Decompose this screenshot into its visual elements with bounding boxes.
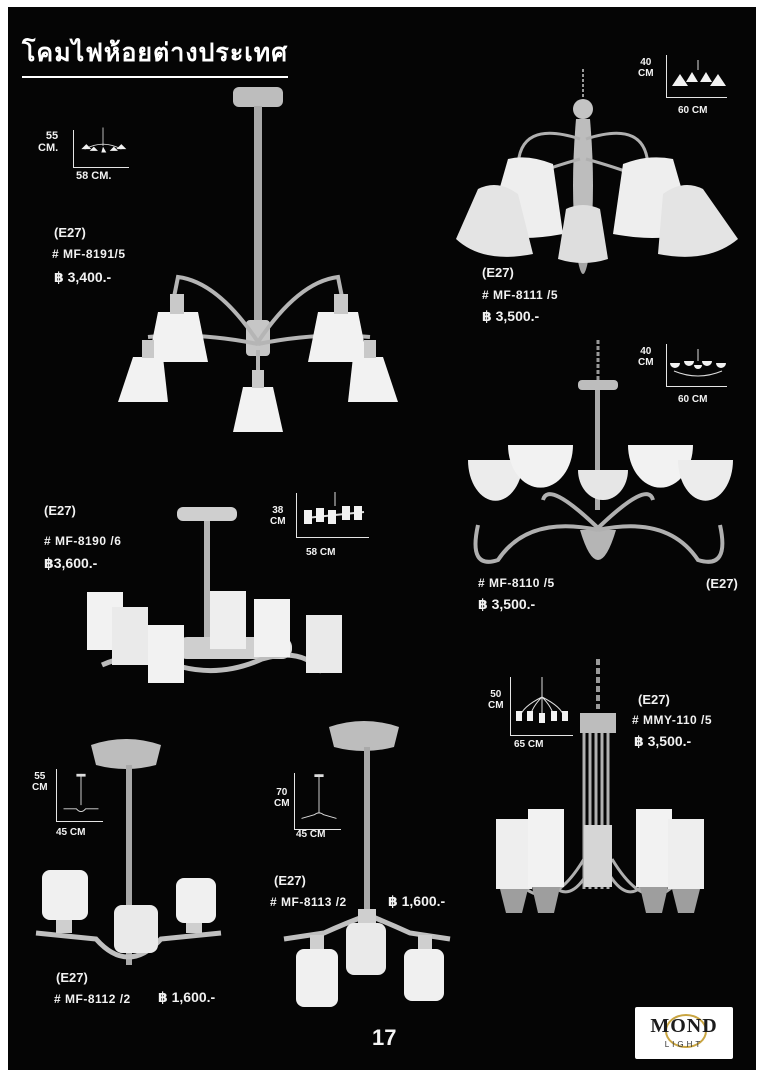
product-price: ฿ 3,500.- bbox=[478, 596, 536, 612]
dimension-diagram-mf-8190: 38 CM 58 CM bbox=[270, 485, 380, 571]
lamp-thumbnail-icon bbox=[670, 349, 726, 377]
socket-type: (E27) bbox=[44, 503, 76, 518]
dimension-diagram-mf-8191: 55 CM. 58 CM. bbox=[28, 110, 129, 190]
product-code: # MF-8113 /2 bbox=[270, 895, 347, 909]
dimension-lines bbox=[510, 677, 573, 736]
chandelier-mf-8191-image bbox=[118, 87, 398, 432]
dimension-lines bbox=[56, 769, 103, 822]
lamp-thumbnail-icon bbox=[672, 60, 726, 86]
logo-subtitle: LIGHT bbox=[664, 1040, 704, 1049]
width-label: 60 CM bbox=[678, 105, 708, 116]
product-price: ฿3,600.- bbox=[44, 555, 98, 571]
width-label: 58 CM bbox=[306, 547, 336, 558]
logo-wordmark: MOND bbox=[650, 1015, 718, 1037]
dimension-diagram-mf-8113: 70 CM 45 CM bbox=[274, 767, 364, 843]
product-code: # MF-8110 /5 bbox=[478, 576, 555, 590]
socket-type: (E27) bbox=[274, 873, 306, 888]
product-code: # MF-8190 /6 bbox=[44, 534, 122, 548]
chandelier-mf-8190-image bbox=[87, 507, 342, 683]
product-price: ฿ 1,600.- bbox=[388, 893, 446, 909]
chandelier-mf-8111-image bbox=[456, 69, 738, 274]
product-price: ฿ 3,500.- bbox=[634, 733, 692, 749]
pendant-mf-8113-image bbox=[283, 721, 451, 1007]
lamp-thumbnail-icon bbox=[301, 774, 337, 819]
logo-ring-icon bbox=[665, 1014, 707, 1048]
dimension-lines bbox=[73, 130, 129, 168]
dimension-diagram-mf-8111: 40 CM 60 CM bbox=[638, 49, 738, 121]
product-price: ฿ 1,600.- bbox=[158, 989, 216, 1005]
chandelier-mf-8110-image bbox=[468, 340, 733, 564]
height-label: 55 CM bbox=[32, 771, 48, 793]
width-label: 45 CM bbox=[296, 829, 326, 840]
socket-type: (E27) bbox=[638, 692, 670, 707]
dimension-diagram-mf-8112: 55 CM 45 CM bbox=[32, 767, 122, 843]
socket-type: (E27) bbox=[482, 265, 514, 280]
lamp-thumbnail-icon bbox=[516, 677, 568, 723]
socket-type: (E27) bbox=[706, 576, 738, 591]
width-label: 45 CM bbox=[56, 827, 86, 838]
dimension-lines bbox=[666, 55, 727, 98]
chandelier-mmy-110-image bbox=[496, 659, 704, 913]
width-label: 58 CM. bbox=[76, 170, 112, 182]
product-code: # MMY-110 /5 bbox=[632, 713, 713, 727]
height-label: 40 CM bbox=[638, 57, 654, 79]
brand-logo: MOND LIGHT bbox=[635, 1007, 733, 1059]
product-price: ฿ 3,400.- bbox=[54, 269, 112, 285]
lamp-thumbnail-icon bbox=[63, 773, 99, 813]
height-label: 70 CM bbox=[274, 787, 290, 809]
page-number: 17 bbox=[372, 1025, 397, 1050]
socket-type: (E27) bbox=[56, 970, 88, 985]
pendant-mf-8112-image bbox=[35, 739, 222, 965]
dimension-diagram-mmy-110: 50 CM 65 CM bbox=[488, 667, 578, 753]
product-code: # MF-8112 /2 bbox=[54, 992, 131, 1006]
height-label: 50 CM bbox=[488, 689, 504, 711]
catalog-page: โคมไฟห้อยต่างประเทศ 55 CM. 58 CM. (E27) … bbox=[8, 7, 756, 1070]
dimension-diagram-mf-8110: 40 CM 60 CM bbox=[638, 340, 738, 412]
product-code: # MF-8191/5 bbox=[52, 247, 126, 261]
dimension-lines bbox=[666, 344, 727, 387]
width-label: 65 CM bbox=[514, 739, 544, 750]
lamp-thumbnail-icon bbox=[304, 492, 365, 524]
height-label: 55 CM. bbox=[38, 130, 59, 154]
height-label: 40 CM bbox=[638, 346, 654, 368]
height-label: 38 CM bbox=[270, 505, 286, 527]
socket-type: (E27) bbox=[54, 225, 86, 240]
lamp-thumbnail-icon bbox=[81, 127, 127, 153]
dimension-lines bbox=[294, 773, 341, 830]
width-label: 60 CM bbox=[678, 394, 708, 405]
page-title: โคมไฟห้อยต่างประเทศ bbox=[22, 33, 289, 78]
product-code: # MF-8111 /5 bbox=[482, 288, 559, 302]
product-price: ฿ 3,500.- bbox=[482, 308, 540, 324]
dimension-lines bbox=[296, 493, 369, 538]
